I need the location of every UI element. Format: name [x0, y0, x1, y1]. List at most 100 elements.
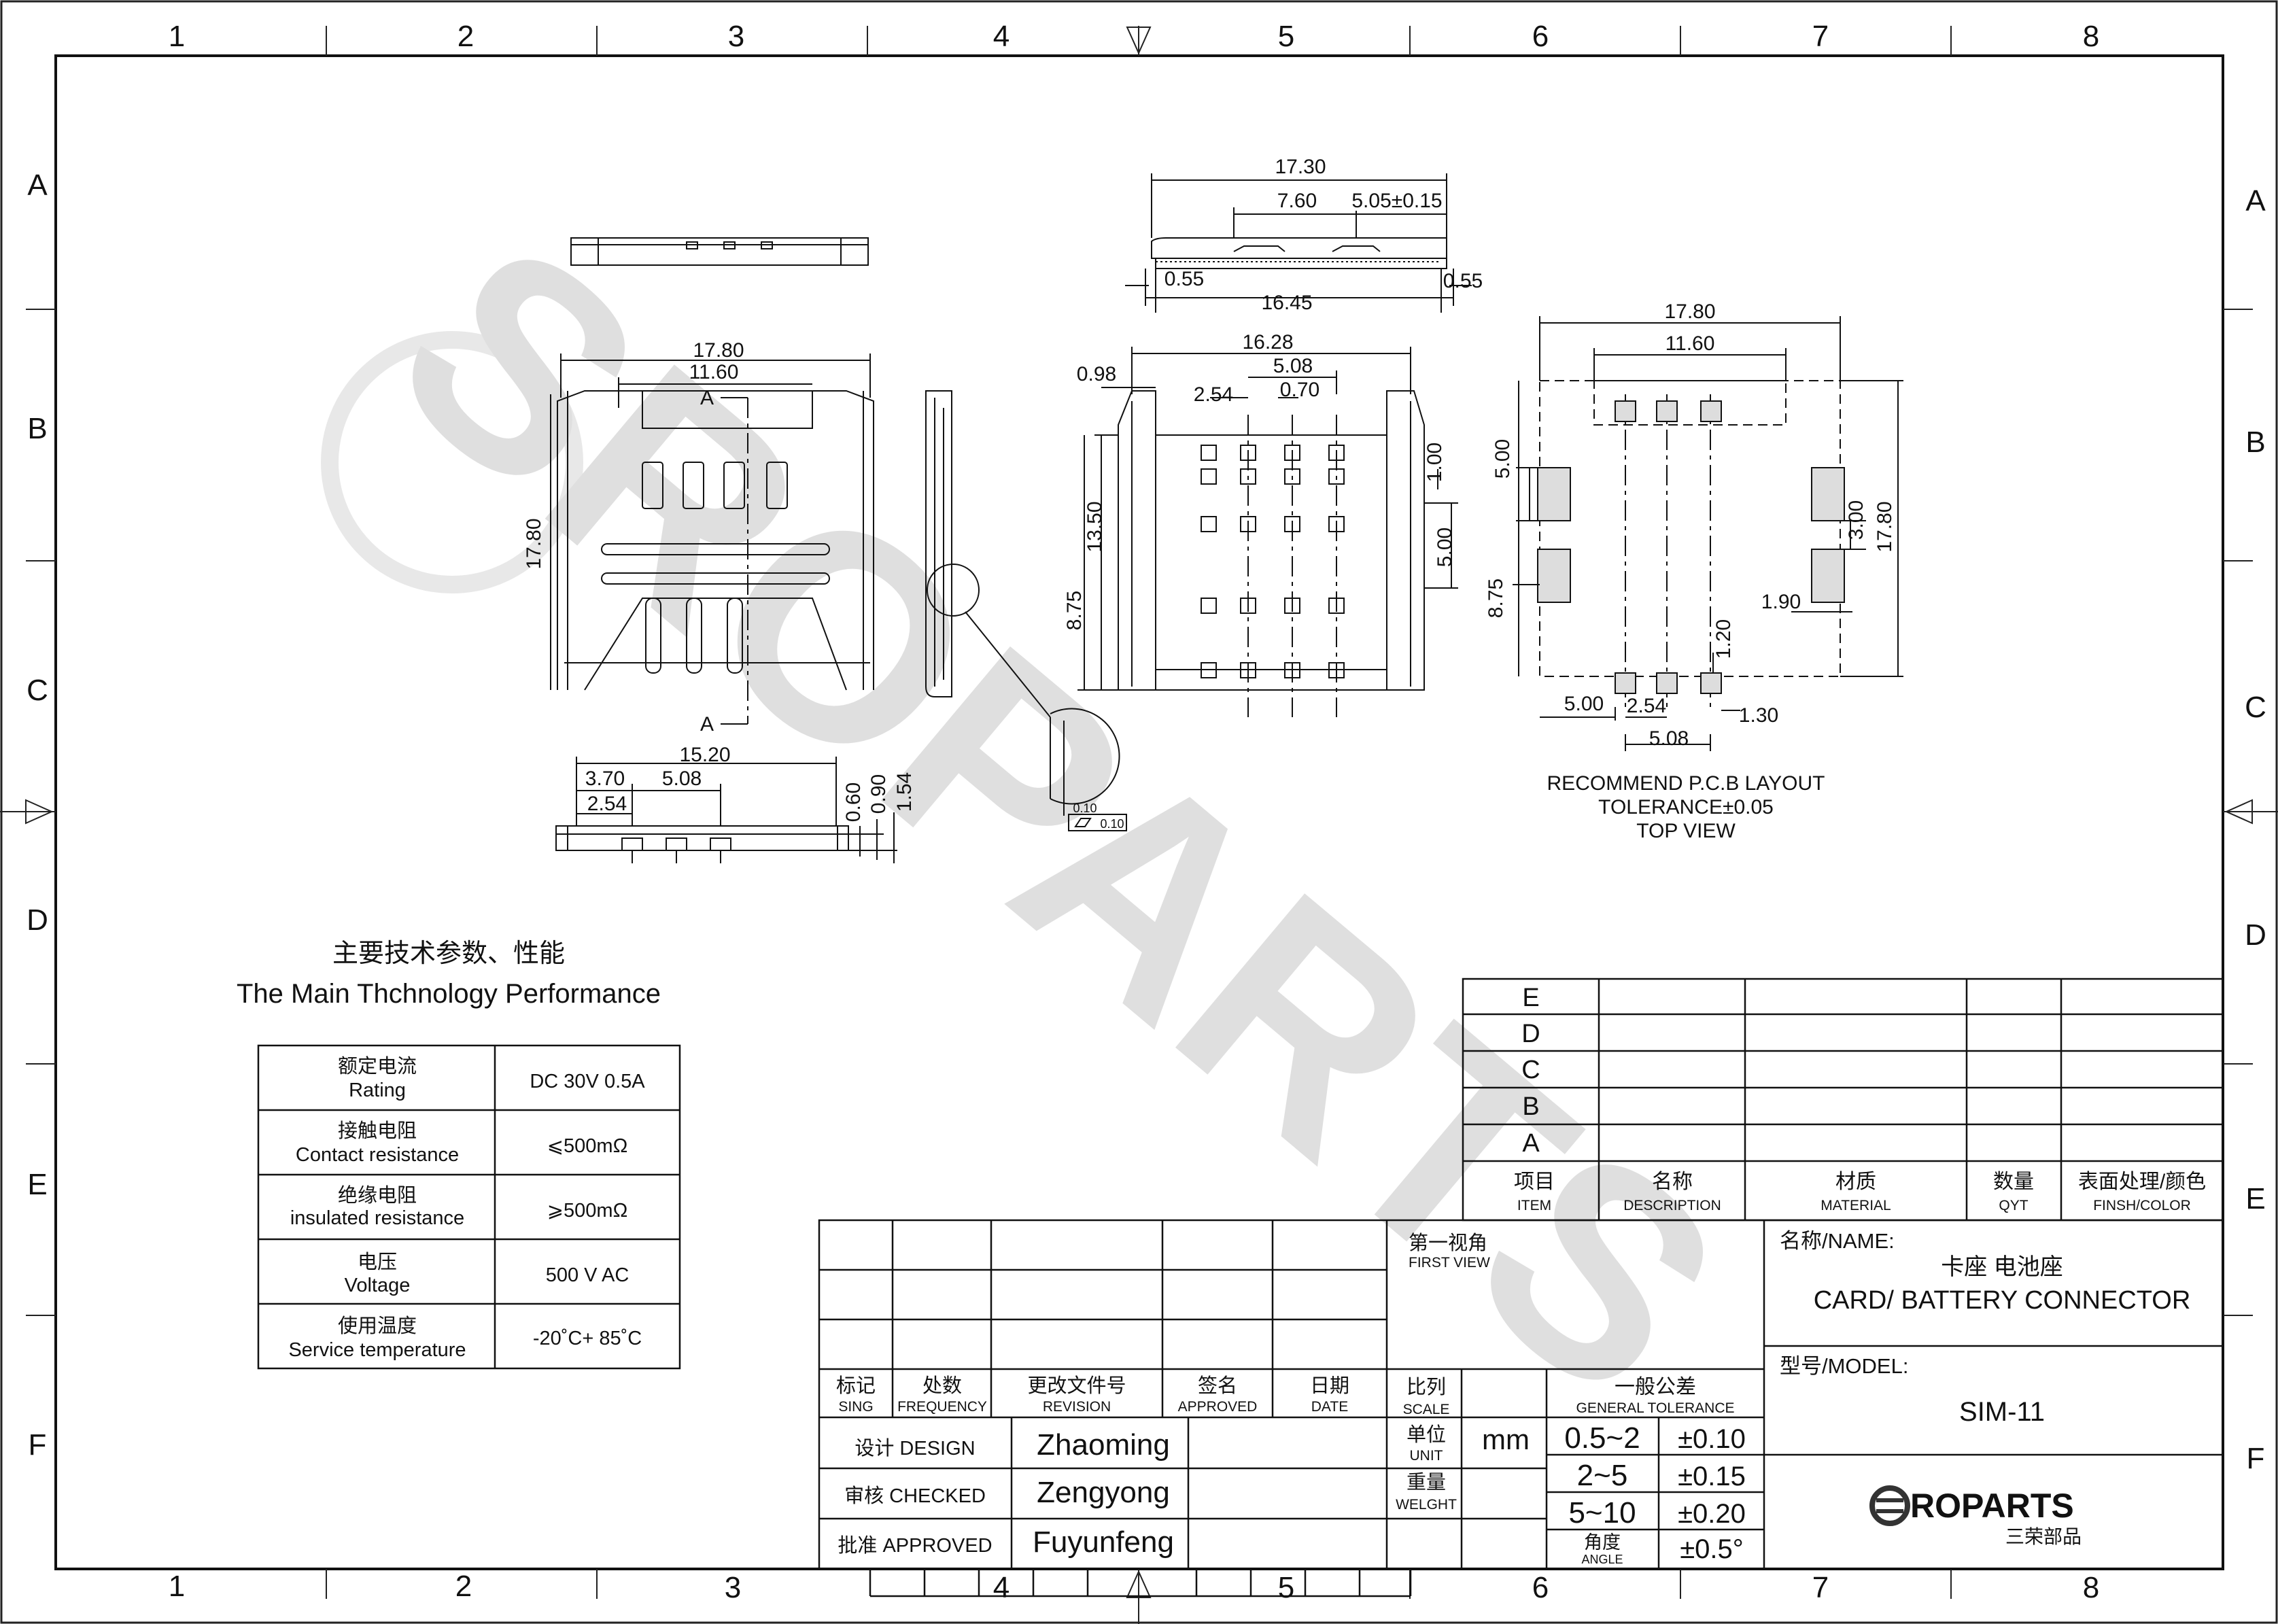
row-label-right: F: [2247, 1442, 2265, 1475]
top-view: [550, 353, 874, 725]
section-label: A: [700, 713, 714, 736]
line-work: [550, 173, 1903, 863]
perf-row-en: Service temperature: [288, 1339, 466, 1361]
perf-row-en: Voltage: [345, 1275, 411, 1296]
logo-text: ROPARTS: [1910, 1487, 2074, 1525]
bom-row-labels: E D C B A: [1521, 984, 1540, 1158]
pcb-caption: RECOMMEND P.C.B LAYOUT TOLERANCE±0.05 TO…: [1547, 772, 1825, 842]
col-label-top: 3: [728, 20, 744, 53]
tol-value: ±0.20: [1678, 1499, 1746, 1529]
perf-row-cn: 接触电阻: [338, 1120, 417, 1142]
bom-row-label: B: [1522, 1092, 1539, 1121]
bom-row-label: D: [1521, 1020, 1540, 1048]
perf-row-value: ⩽500mΩ: [547, 1135, 628, 1157]
dim-label: 0.55: [1164, 268, 1204, 290]
scale-unit-weight: 比列 SCALE 单位 UNIT mm 重量 WELGHT: [1396, 1376, 1530, 1513]
col-label-top: 8: [2083, 20, 2099, 53]
row-label-left: E: [27, 1168, 47, 1201]
side-thin-view: [925, 390, 1127, 831]
dim-label: 17.80: [1874, 501, 1896, 552]
bom-row-label: A: [1522, 1129, 1540, 1158]
first-view-en: FIRST VIEW: [1409, 1255, 1490, 1271]
dim-label: 17.30: [1275, 156, 1326, 178]
signoff-name: Zhaoming: [1037, 1428, 1170, 1462]
dim-label: 0.60: [842, 782, 865, 822]
rev-header-en: REVISION: [1043, 1399, 1111, 1415]
signoff-label: 审核 CHECKED: [844, 1485, 986, 1507]
scale-cn: 比列: [1407, 1376, 1446, 1398]
pcb-caption-line: TOP VIEW: [1636, 820, 1736, 842]
dim-label: 8.75: [1485, 578, 1507, 618]
unit-en: UNIT: [1410, 1448, 1443, 1464]
rev-header-cn: 日期: [1310, 1375, 1349, 1397]
general-tolerance: 一般公差 GENERAL TOLERANCE 0.5~2 ±0.10 2~5 ±…: [1564, 1376, 1746, 1566]
dim-label: 1.00: [1423, 443, 1446, 482]
dim-label: 5.08: [1649, 727, 1689, 750]
performance-table-grid: [257, 1044, 681, 1370]
col-label-bottom: 6: [1532, 1571, 1549, 1604]
row-label-left: D: [27, 903, 48, 937]
dim-label: 7.60: [1277, 190, 1317, 212]
row-label-right: C: [2245, 691, 2266, 724]
tol-title-en: GENERAL TOLERANCE: [1576, 1400, 1734, 1416]
perf-row-value: 500 V AC: [546, 1264, 629, 1286]
pcb-caption-line: RECOMMEND P.C.B LAYOUT: [1547, 772, 1825, 795]
col-label-bottom: 4: [993, 1571, 1009, 1604]
signoffs: 设计 DESIGN Zhaoming 审核 CHECKED Zengyong 批…: [838, 1428, 1174, 1559]
unit-cn: 单位: [1407, 1423, 1446, 1446]
dimension-labels: 17.30 7.60 5.05±0.15 0.55 0.55 16.45 17.…: [523, 156, 1896, 831]
logo-cn: 三荣部品: [2005, 1526, 2082, 1547]
col-label-bottom: 1: [169, 1570, 185, 1603]
bom-header-cn: 项目: [1514, 1171, 1555, 1193]
dim-label: 5.00: [1491, 439, 1514, 479]
row-label-left: B: [27, 412, 47, 445]
revision-headers: 标记 SING 处数 FREQUENCY 更改文件号 REVISION 签名 A…: [836, 1375, 1349, 1415]
rev-header-cn: 更改文件号: [1027, 1375, 1126, 1397]
scale-en: SCALE: [1403, 1402, 1450, 1417]
centering-arrows: [25, 27, 2253, 1598]
row-label-right: B: [2245, 426, 2265, 459]
title-block-grid: [818, 1219, 2224, 1597]
dim-label: 8.75: [1063, 591, 1086, 630]
signoff-label: 批准 APPROVED: [838, 1534, 992, 1557]
signoff-name: Zengyong: [1037, 1476, 1170, 1509]
side-view: [1125, 173, 1472, 313]
rev-header-en: APPROVED: [1178, 1399, 1258, 1415]
bom-header-en: QYT: [1999, 1198, 2028, 1213]
weight-cn: 重量: [1407, 1471, 1446, 1493]
perf-row-en: insulated resistance: [290, 1207, 464, 1229]
tol-value: ±0.15: [1678, 1462, 1746, 1491]
perf-row-cn: 绝缘电阻: [338, 1184, 417, 1207]
col-label-top: 5: [1278, 20, 1294, 53]
dim-label: 13.50: [1084, 501, 1106, 552]
dim-label: 1.90: [1761, 591, 1801, 613]
dim-label: 0.98: [1077, 363, 1116, 385]
signoff-label: 设计 DESIGN: [855, 1437, 975, 1459]
bom-header-en: ITEM: [1517, 1198, 1551, 1213]
dim-label: 0.55: [1443, 270, 1483, 292]
col-label-bottom: 8: [2083, 1571, 2099, 1604]
dim-label: 0.90: [867, 774, 890, 814]
angle-tol: ±0.5°: [1680, 1534, 1744, 1564]
dim-label: 5.00: [1434, 528, 1456, 567]
bom-header-cn: 名称: [1652, 1171, 1693, 1193]
name-label: 名称/NAME:: [1780, 1229, 1895, 1253]
row-label-right: A: [2245, 184, 2266, 218]
perf-row-en: Rating: [349, 1079, 406, 1101]
rev-header-cn: 签名: [1198, 1375, 1237, 1397]
dim-label: 17.80: [1664, 300, 1715, 323]
signoff-name: Fuyunfeng: [1033, 1525, 1174, 1559]
bom-row-label: E: [1522, 984, 1539, 1012]
tol-title-cn: 一般公差: [1615, 1376, 1696, 1398]
performance-title-en: The Main Thchnology Performance: [237, 979, 661, 1009]
perf-row-cn: 额定电流: [338, 1055, 417, 1077]
bom-header-en: MATERIAL: [1820, 1198, 1891, 1213]
perf-row-en: Contact resistance: [296, 1144, 459, 1166]
row-label-right: D: [2245, 918, 2266, 952]
row-label-left: C: [27, 674, 48, 707]
first-view-cn: 第一视角: [1409, 1232, 1487, 1254]
dim-label: 2.54: [587, 793, 627, 815]
dim-label: 17.80: [523, 518, 545, 569]
row-label-left: F: [29, 1428, 47, 1462]
bom-row-label: C: [1521, 1056, 1540, 1084]
